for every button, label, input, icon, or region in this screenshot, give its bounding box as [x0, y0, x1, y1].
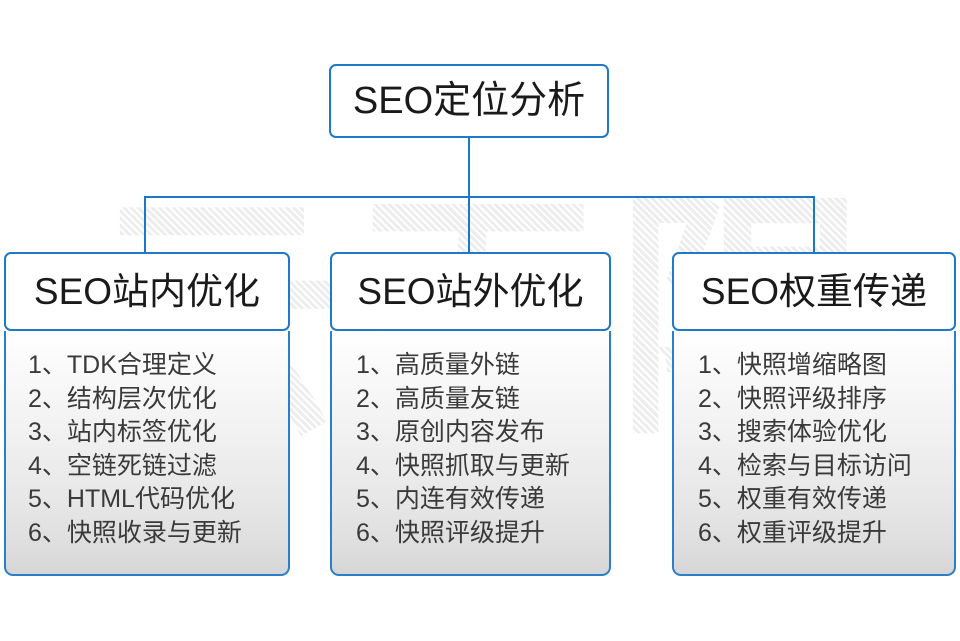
root-node-label: SEO定位分析: [352, 80, 586, 122]
column-body-3: 1、快照增缩略图 2、快照评级排序 3、搜索体验优化 4、检索与目标访问 5、权…: [672, 331, 956, 576]
connector-drop-column-3: [813, 196, 815, 252]
list-item[interactable]: 1、快照增缩略图: [698, 351, 887, 379]
list-item[interactable]: 3、原创内容发布: [356, 418, 545, 446]
list-item[interactable]: 4、空链死链过滤: [28, 451, 217, 480]
list-item[interactable]: 2、快照评级排序: [698, 384, 887, 413]
list-item[interactable]: 6、快照收录与更新: [28, 518, 242, 547]
column-3-list: 1、快照增缩略图 2、快照评级排序 3、搜索体验优化 4、检索与目标访问 5、权…: [674, 349, 954, 550]
column-header-3[interactable]: SEO权重传递: [672, 252, 956, 331]
column-1-list: 1、TDK合理定义 2、结构层次优化 3、站内标签优化 4、空链死链过滤 5、H…: [6, 349, 288, 550]
list-item[interactable]: 3、站内标签优化: [28, 418, 217, 446]
column-header-2[interactable]: SEO站外优化: [330, 252, 611, 331]
root-node[interactable]: SEO定位分析: [329, 64, 609, 138]
list-item[interactable]: 5、HTML代码优化: [28, 485, 235, 513]
column-body-2: 1、高质量外链 2、高质量友链 3、原创内容发布 4、快照抓取与更新 5、内连有…: [330, 331, 611, 576]
list-item[interactable]: 6、权重评级提升: [698, 518, 887, 547]
connector-horizontal-bus: [144, 196, 815, 198]
list-item[interactable]: 2、高质量友链: [356, 384, 520, 413]
list-item[interactable]: 4、检索与目标访问: [698, 451, 912, 480]
column-body-1: 1、TDK合理定义 2、结构层次优化 3、站内标签优化 4、空链死链过滤 5、H…: [4, 331, 290, 576]
list-item[interactable]: 2、结构层次优化: [28, 384, 217, 413]
column-header-1[interactable]: SEO站内优化: [4, 252, 290, 331]
list-item[interactable]: 5、权重有效传递: [698, 485, 887, 513]
column-header-2-label: SEO站外优化: [357, 271, 584, 312]
connector-root-down: [468, 137, 470, 198]
column-2-list: 1、高质量外链 2、高质量友链 3、原创内容发布 4、快照抓取与更新 5、内连有…: [332, 349, 609, 550]
connector-drop-column-1: [144, 196, 146, 252]
column-header-1-label: SEO站内优化: [33, 271, 261, 312]
list-item[interactable]: 1、TDK合理定义: [28, 351, 217, 379]
list-item[interactable]: 4、快照抓取与更新: [356, 451, 570, 480]
list-item[interactable]: 3、搜索体验优化: [698, 418, 887, 446]
list-item[interactable]: 5、内连有效传递: [356, 485, 545, 513]
list-item[interactable]: 1、高质量外链: [356, 351, 520, 379]
column-header-3-label: SEO权重传递: [700, 271, 928, 312]
connector-drop-column-2: [468, 196, 470, 252]
list-item[interactable]: 6、快照评级提升: [356, 518, 545, 547]
